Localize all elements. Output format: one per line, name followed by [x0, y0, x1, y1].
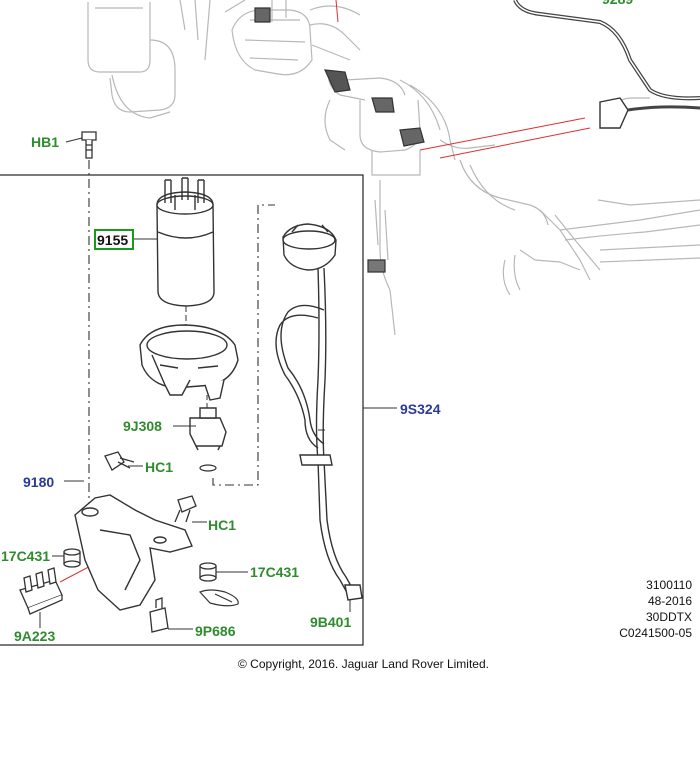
callout-clip-block[interactable]: 9A223 — [14, 628, 55, 644]
reference-line-4: C0241500-05 — [619, 626, 692, 640]
callout-hose-9s324[interactable]: 9S324 — [400, 401, 441, 417]
clip-block — [19, 567, 63, 615]
copyright-notice: © Copyright, 2016. Jaguar Land Rover Lim… — [238, 657, 489, 671]
hc1-screw-upper — [104, 451, 135, 471]
hose-assembly — [275, 223, 363, 601]
reference-codes: 3100110 48-2016 30DDTX C0241500-05 — [619, 577, 692, 641]
callout-tube-9b401[interactable]: 9B401 — [310, 614, 351, 630]
routing-dashed-outline — [212, 204, 275, 486]
fuel-filter — [156, 177, 215, 307]
callout-hc1-upper[interactable]: HC1 — [145, 459, 173, 475]
hc1-screw-lower — [174, 495, 197, 523]
o-ring — [199, 464, 217, 472]
callout-clip-9p686[interactable]: 9P686 — [195, 623, 236, 639]
retaining-clip — [198, 589, 239, 607]
background-assembly — [87, 0, 700, 336]
reference-line-3: 30DDTX — [645, 610, 692, 624]
callout-hb1[interactable]: HB1 — [31, 134, 59, 150]
callout-bracket-9180[interactable]: 9180 — [23, 474, 54, 490]
callout-top-partial[interactable]: 9289 — [602, 0, 633, 7]
mounting-bracket — [74, 494, 193, 611]
callout-filter[interactable]: 9155 — [97, 232, 128, 248]
reference-line-2: 48-2016 — [647, 594, 692, 608]
clip — [149, 597, 169, 633]
grommet-right — [199, 562, 217, 582]
callout-sender-9j308[interactable]: 9J308 — [123, 418, 162, 434]
callout-grommet-left[interactable]: 17C431 — [1, 548, 50, 564]
filter-bracket — [139, 324, 239, 401]
assembly-frame — [0, 174, 364, 646]
callout-filter-highlight — [94, 229, 134, 250]
hb1-bolt — [81, 131, 97, 159]
callout-hc1-lower[interactable]: HC1 — [208, 517, 236, 533]
reference-line-1: 3100110 — [646, 578, 692, 592]
grommet-left — [63, 548, 81, 568]
water-sensor — [189, 407, 227, 451]
callout-grommet-right[interactable]: 17C431 — [250, 564, 299, 580]
